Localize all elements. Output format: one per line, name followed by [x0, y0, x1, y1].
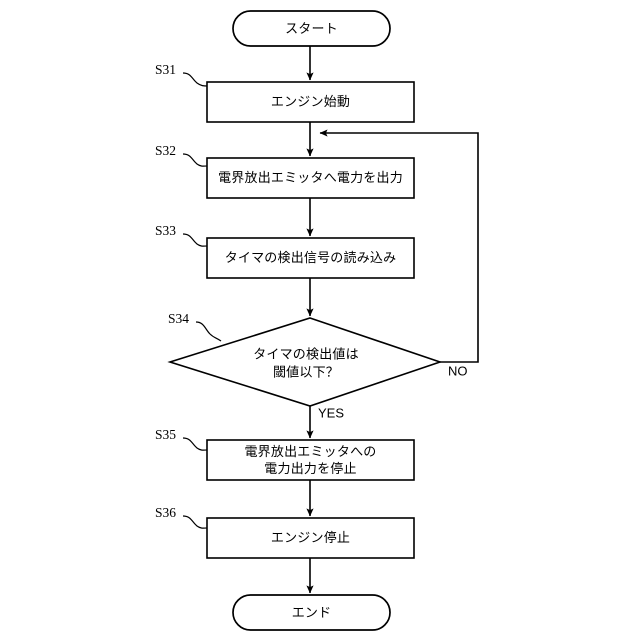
- s35-process-label-line1: 電界放出エミッタへの: [244, 445, 376, 460]
- s35-step-number: S35: [155, 427, 176, 442]
- node-start: スタート: [232, 10, 391, 47]
- node-s31: エンジン始動: [206, 81, 415, 123]
- step-marker-s36: S36: [155, 505, 208, 529]
- start-terminal-shape: [232, 10, 391, 47]
- s31-step-number: S31: [155, 62, 176, 77]
- s35-process-shape: [206, 439, 415, 481]
- s33-step-number: S33: [155, 223, 176, 238]
- branch-label-no: NO: [448, 363, 468, 378]
- s34-leader-line: [195, 321, 222, 342]
- node-s33: タイマの検出信号の読み込み: [206, 237, 415, 279]
- step-marker-s35: S35: [155, 427, 208, 451]
- no-loop-path: [319, 129, 479, 363]
- node-s34: タイマの検出値は 閾値以下？: [167, 317, 443, 407]
- s34-decision-label-line2: 閾値以下？: [273, 365, 339, 381]
- connector-no-feedback-loop: [319, 129, 479, 363]
- s31-leader-line: [182, 72, 208, 87]
- node-s35: 電界放出エミッタへの 電力出力を停止: [206, 439, 415, 481]
- node-s36: エンジン停止: [206, 517, 415, 559]
- s31-process-label: エンジン始動: [271, 95, 350, 110]
- node-end: エンド: [232, 594, 391, 631]
- s32-process-shape: [206, 157, 415, 199]
- step-marker-s34: S34: [168, 311, 222, 342]
- s34-decision-label-line1: タイマの検出値は: [253, 347, 359, 363]
- s36-process-label: エンジン停止: [271, 530, 350, 546]
- s32-process-label: 電界放出エミッタへ電力を出力: [218, 171, 403, 186]
- step-marker-s31: S31: [155, 62, 208, 87]
- start-terminal-label: スタート: [285, 22, 338, 37]
- end-terminal-label: エンド: [292, 606, 332, 621]
- end-terminal-shape: [232, 594, 391, 631]
- step-marker-s32: S32: [155, 143, 208, 167]
- step-marker-s33: S33: [155, 223, 208, 247]
- s33-process-shape: [206, 237, 415, 279]
- branch-label-yes: YES: [318, 405, 344, 420]
- s31-process-shape: [206, 81, 415, 123]
- s36-step-number: S36: [155, 505, 176, 520]
- s32-leader-line: [182, 153, 208, 167]
- s35-process-label-line2: 電力出力を停止: [264, 461, 356, 477]
- s35-leader-line: [182, 437, 208, 451]
- s32-step-number: S32: [155, 143, 176, 158]
- s36-leader-line: [182, 515, 208, 529]
- s33-leader-line: [182, 233, 208, 247]
- s34-step-number: S34: [168, 311, 189, 326]
- node-s32: 電界放出エミッタへ電力を出力: [206, 157, 415, 199]
- s33-process-label: タイマの検出信号の読み込み: [225, 250, 397, 266]
